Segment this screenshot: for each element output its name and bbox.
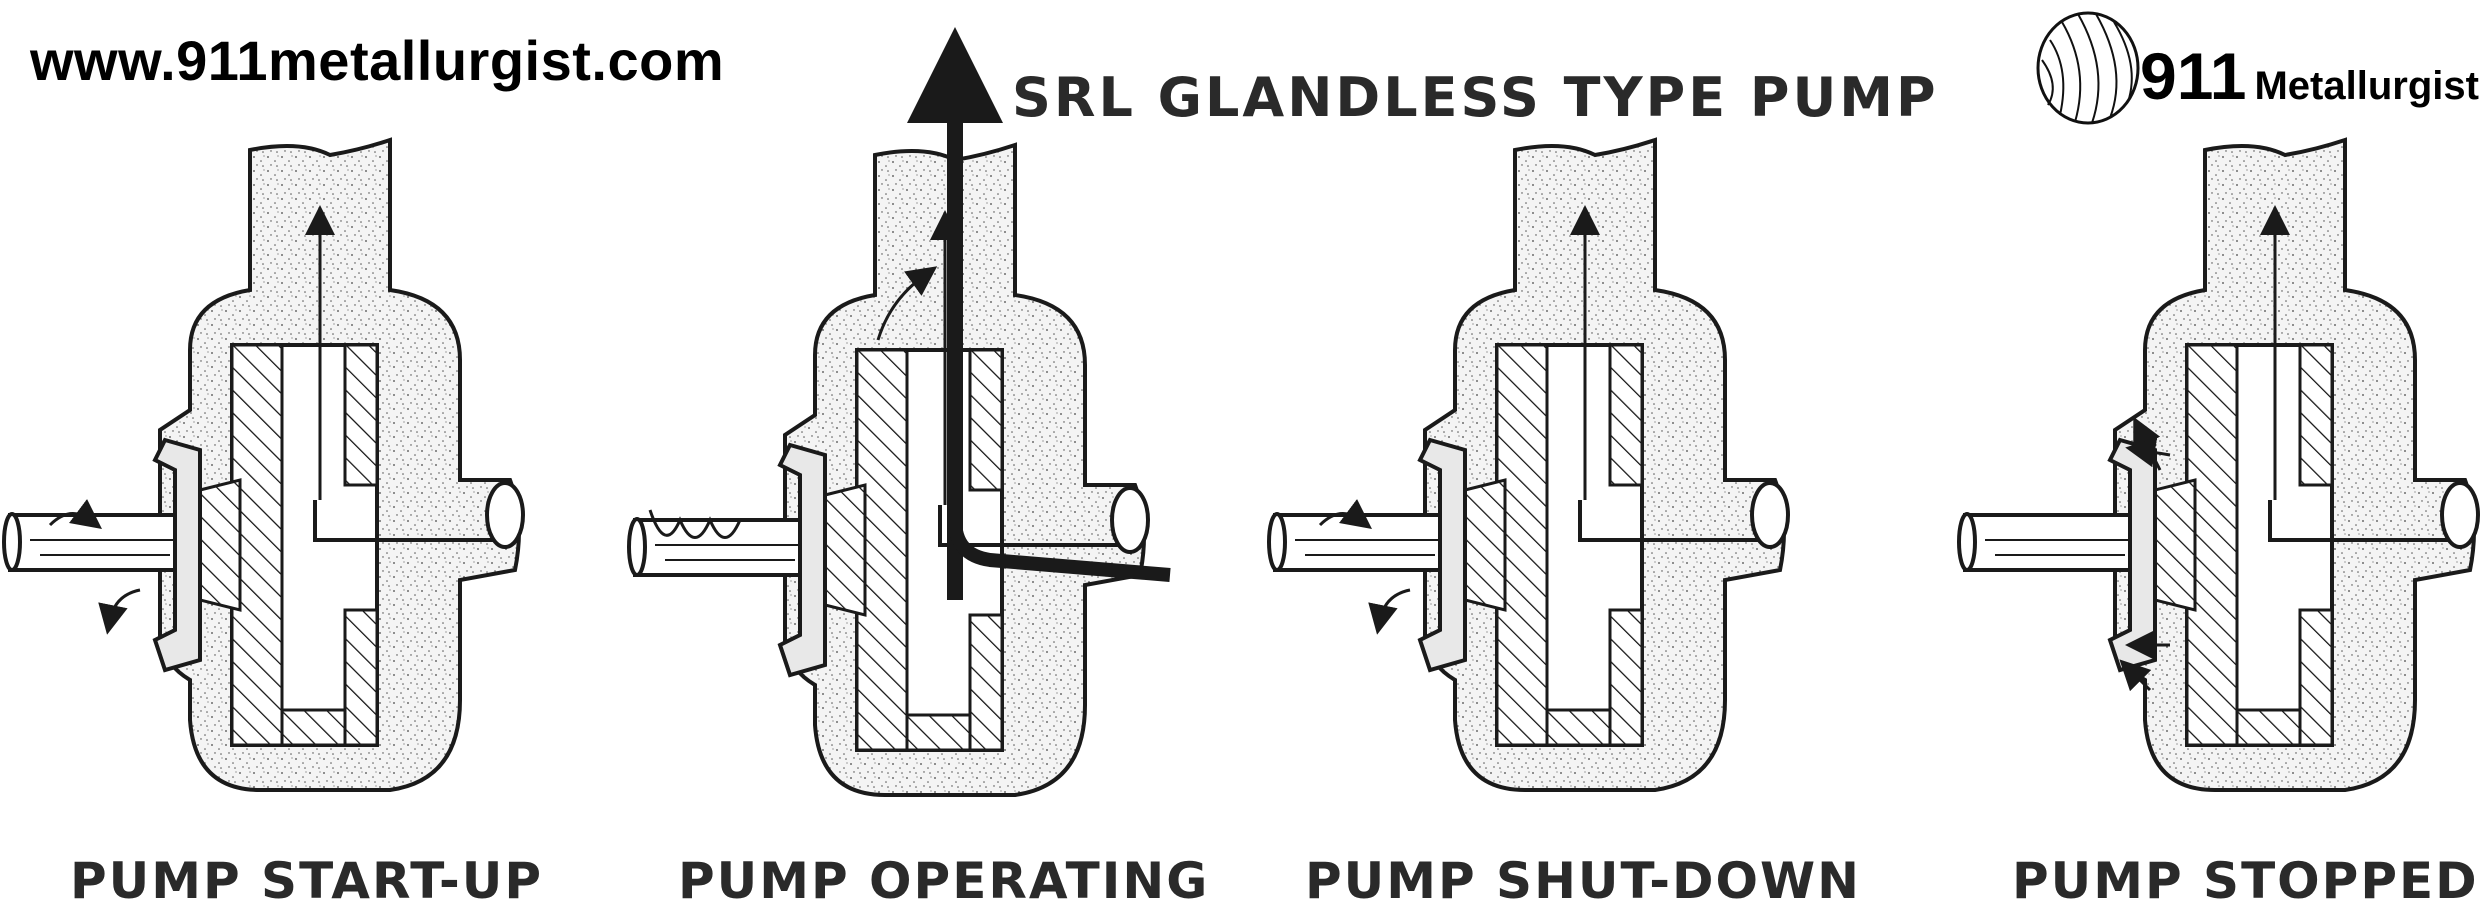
diagram-title: SRL GLANDLESS TYPE PUMP (1012, 66, 1939, 129)
caption-pump-shut-down: PUMP SHUT-DOWN (1305, 852, 1862, 910)
caption-pump-operating: PUMP OPERATING (678, 852, 1210, 910)
panel-stopped (1959, 140, 2478, 790)
panel-start-up (4, 140, 523, 790)
caption-pump-start-up: PUMP START-UP (70, 852, 543, 910)
website-url: www.911metallurgist.com (30, 29, 725, 92)
logo-number: 911 (2140, 39, 2247, 113)
caption-pump-stopped: PUMP STOPPED (2012, 852, 2479, 910)
logo-globe-icon (2036, 11, 2140, 125)
panel-shut-down (1269, 140, 1788, 790)
logo-word: Metallurgist (2254, 64, 2479, 108)
panel-operating (629, 27, 1171, 795)
